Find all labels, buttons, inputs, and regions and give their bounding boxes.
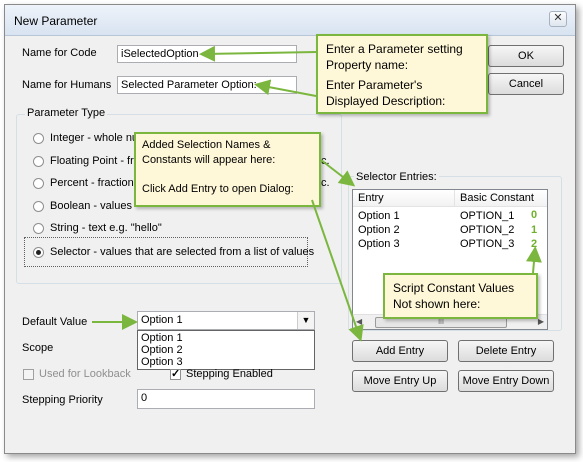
row-2-entry[interactable]: Option 2 (358, 224, 400, 236)
callout-top-line-3: Enter Parameter's (326, 78, 423, 92)
callout-bottom-line-1: Script Constant Values (393, 281, 515, 295)
callout-script-constants: Script Constant Values Not shown here: (383, 273, 538, 319)
option-percent-label: Percent - fraction (50, 177, 134, 189)
option-floating-point-trailing: c. (321, 155, 330, 167)
name-for-humans-input[interactable]: Selected Parameter Option: (117, 76, 297, 94)
selector-entries-group (348, 176, 562, 331)
callout-parameter-names: Enter a Parameter setting Property name:… (316, 34, 488, 114)
cancel-button[interactable]: Cancel (488, 73, 564, 95)
scope-label: Scope (22, 342, 54, 354)
arrow-to-selector-list (320, 159, 356, 187)
arrow-to-human-name (254, 79, 317, 97)
default-value-label: Default Value (22, 316, 88, 328)
title-bar: New Parameter ✕ (5, 5, 575, 36)
selector-option-focus (24, 237, 308, 267)
delete-entry-button[interactable]: Delete Entry (458, 340, 554, 362)
row-1-constant[interactable]: OPTION_1 (460, 210, 515, 222)
radio-boolean[interactable] (33, 201, 44, 212)
parameter-type-title: Parameter Type (25, 107, 108, 119)
radio-integer[interactable] (33, 133, 44, 144)
default-value-select[interactable]: Option 1 ▼ (137, 311, 315, 330)
name-for-code-label: Name for Code (22, 47, 97, 59)
dropdown-option-3[interactable]: Option 3 (141, 356, 183, 368)
column-header-basic-constant[interactable]: Basic Constant (455, 190, 547, 207)
default-value-selected: Option 1 (141, 314, 183, 326)
callout-selection-names: Added Selection Names & Constants will a… (134, 132, 321, 207)
scroll-left-icon[interactable]: ◀ (356, 317, 363, 326)
used-for-lookback-label: Used for Lookback (39, 368, 131, 380)
parameter-type-group (16, 114, 342, 284)
column-header-entry[interactable]: Entry (353, 190, 455, 207)
callout-middle-line-2: Constants will appear here: (142, 154, 276, 166)
dropdown-arrow-icon[interactable]: ▼ (297, 312, 314, 329)
dropdown-option-2[interactable]: Option 2 (141, 344, 183, 356)
arrow-to-add-entry (311, 199, 364, 342)
used-for-lookback-checkbox[interactable] (23, 369, 34, 380)
option-floating-point-label: Floating Point - fra (50, 155, 140, 167)
checkmark-icon: ✓ (171, 368, 181, 380)
value-option-2: 1 (531, 224, 538, 236)
move-entry-up-button[interactable]: Move Entry Up (352, 370, 448, 392)
row-3-constant[interactable]: OPTION_3 (460, 238, 515, 250)
scroll-right-icon[interactable]: ▶ (537, 317, 544, 326)
move-entry-down-button[interactable]: Move Entry Down (458, 370, 554, 392)
row-1-entry[interactable]: Option 1 (358, 210, 400, 222)
callout-top-line-4: Displayed Description: (326, 94, 446, 108)
name-for-humans-label: Name for Humans (22, 79, 112, 91)
radio-string[interactable] (33, 223, 44, 234)
stepping-priority-label: Stepping Priority (22, 394, 103, 406)
close-button[interactable]: ✕ (549, 11, 567, 27)
arrow-to-constant-values (525, 246, 542, 274)
option-boolean-label: Boolean - values (50, 200, 132, 212)
arrow-to-code-name (199, 45, 317, 62)
dropdown-option-1[interactable]: Option 1 (141, 332, 183, 344)
radio-selector[interactable] (33, 247, 44, 258)
callout-top-line-1: Enter a Parameter setting (326, 42, 463, 56)
default-value-dropdown-list: Option 1 Option 2 Option 3 (137, 330, 315, 370)
callout-middle-line-1: Added Selection Names & (142, 139, 271, 151)
callout-bottom-line-2: Not shown here: (393, 297, 481, 311)
add-entry-button[interactable]: Add Entry (352, 340, 448, 362)
option-percent-trailing: c. (321, 177, 330, 189)
option-selector-label: Selector - values that are selected from… (50, 246, 315, 258)
stepping-enabled-checkbox[interactable]: ✓ (170, 368, 181, 380)
ok-button[interactable]: OK (488, 45, 564, 67)
stepping-enabled-label: Stepping Enabled (186, 368, 273, 380)
row-2-constant[interactable]: OPTION_2 (460, 224, 515, 236)
row-3-entry[interactable]: Option 3 (358, 238, 400, 250)
radio-floating-point[interactable] (33, 156, 44, 167)
selector-entries-title: Selector Entries: (354, 171, 439, 183)
option-integer-label: Integer - whole nu (50, 132, 139, 144)
option-string-label: String - text e.g. "hello" (50, 222, 162, 234)
callout-middle-line-4: Click Add Entry to open Dialog: (142, 183, 294, 195)
value-option-3: 2 (531, 238, 538, 250)
value-option-1: 0 (531, 209, 538, 221)
callout-top-line-2: Property name: (326, 58, 409, 72)
window-title: New Parameter (14, 14, 98, 28)
stepping-priority-input[interactable]: 0 (137, 389, 315, 409)
radio-percent[interactable] (33, 178, 44, 189)
